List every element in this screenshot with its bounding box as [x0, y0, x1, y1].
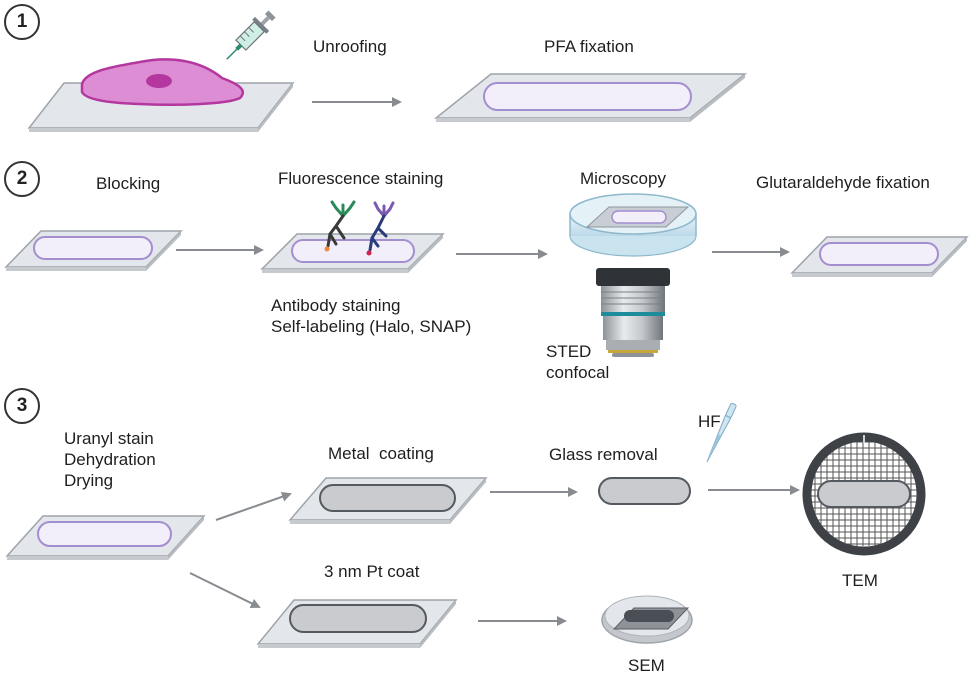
- slide-pt-coat: [256, 599, 458, 648]
- label-dehydration: Dehydration: [64, 450, 156, 469]
- label-pt-coat: 3 nm Pt coat: [324, 562, 420, 581]
- petri-dish-icon: [569, 193, 697, 257]
- step-1-marker: 1: [4, 4, 40, 40]
- label-glass-removal: Glass removal: [549, 445, 658, 464]
- label-fluorescence-staining: Fluorescence staining: [278, 169, 444, 188]
- label-hf: HF: [698, 412, 721, 431]
- slide-glutaraldehyde: [790, 236, 969, 277]
- pipette-icon: [706, 402, 737, 463]
- arrow-to-pt: [189, 572, 261, 608]
- label-glutaraldehyde-fixation: Glutaraldehyde fixation: [756, 173, 930, 192]
- label-sem: SEM: [628, 656, 665, 675]
- slide-blocking: [4, 230, 183, 271]
- sem-stub-icon: [601, 595, 693, 644]
- label-preparation-steps: Uranyl stain Dehydration Drying: [64, 428, 156, 491]
- arrow-to-metal: [215, 491, 292, 521]
- label-blocking: Blocking: [96, 174, 161, 193]
- label-unroofing: Unroofing: [313, 37, 387, 56]
- label-microscopy: Microscopy: [580, 169, 666, 188]
- label-uranyl-stain: Uranyl stain: [64, 429, 154, 448]
- tem-grid-icon: [802, 432, 926, 556]
- step-3-marker: 3: [4, 388, 40, 424]
- antibody-icon: [324, 200, 395, 256]
- objective-lens-icon: [596, 268, 670, 357]
- label-metal-coating: Metal coating: [328, 444, 434, 463]
- label-drying: Drying: [64, 471, 114, 490]
- step-2-marker: 2: [4, 161, 40, 197]
- cell-nucleus: [146, 74, 172, 88]
- slide-metal-coating: [288, 477, 488, 524]
- label-microscope-modes: STED confocal: [546, 341, 609, 383]
- coated-replica: [598, 477, 691, 505]
- label-antibody-staining: Antibody staining: [271, 296, 401, 315]
- label-staining-methods: Antibody staining Self-labeling (Halo, S…: [271, 295, 471, 337]
- slide-with-cell: [27, 58, 295, 132]
- label-tem: TEM: [842, 571, 878, 590]
- label-confocal: confocal: [546, 363, 610, 382]
- slide-pfa: [433, 73, 748, 122]
- label-pfa-fixation: PFA fixation: [544, 37, 634, 56]
- label-self-labeling: Self-labeling (Halo, SNAP): [271, 317, 472, 336]
- label-sted: STED: [546, 342, 592, 361]
- slide-fluorescence: [260, 233, 445, 273]
- slide-uranyl: [5, 515, 206, 560]
- syringe-icon: [226, 10, 276, 60]
